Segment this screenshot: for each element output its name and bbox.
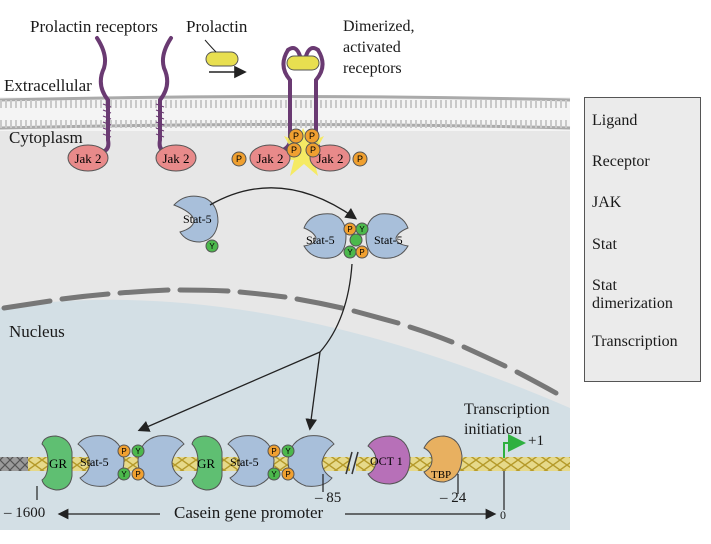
label-extracellular: Extracellular [4,76,92,95]
svg-text:Y: Y [359,225,365,234]
plasma-membrane [0,95,571,131]
nuclear-envelope [1,287,559,396]
svg-text:P: P [236,154,242,164]
label-plus-one: +1 [528,433,544,449]
dimerization-arrow [209,187,358,220]
stat5-monomer: Stat-5 Y [173,195,219,253]
svg-text:Stat-5: Stat-5 [183,212,212,226]
svg-text:P: P [285,470,290,479]
step-transcription: Transcription [592,333,678,350]
step-jak: JAK [592,194,622,211]
gr-site2: GR [191,435,223,491]
label-initiation: initiation [464,421,522,438]
label-prolactin: Prolactin [186,17,248,36]
svg-text:Stat-5: Stat-5 [374,233,403,247]
svg-text:P: P [121,447,126,456]
label-minus-1600: – 1600 [4,505,46,521]
svg-text:Y: Y [209,242,215,251]
stat5-dimer-site1: Stat-5 P Y Y P [77,435,185,487]
label-prolactin-receptors: Prolactin receptors [30,17,158,36]
svg-text:Jak 2: Jak 2 [256,151,283,166]
arrow-to-site1 [137,351,321,432]
svg-text:GR: GR [49,456,67,471]
svg-text:Jak 2: Jak 2 [162,151,189,166]
label-transcription: Transcription [464,401,550,418]
svg-text:OCT 1: OCT 1 [370,454,403,468]
label-minus-85: – 85 [315,490,342,506]
label-receptors: receptors [343,60,402,77]
svg-text:Jak 2: Jak 2 [316,151,343,166]
jak-phosphates: P P P P P P [231,128,368,167]
svg-text:Y: Y [121,470,127,479]
svg-text:P: P [310,145,316,155]
tbp-factor: TBP [423,435,463,483]
svg-text:P: P [309,131,315,141]
oct1-factor: OCT 1 [367,435,411,485]
transcription-start-arrow [503,434,526,458]
arrow-to-site2 [305,351,321,431]
label-dimerized: Dimerized, [343,18,415,35]
jak2-left-pair: Jak 2 Jak 2 [67,144,197,172]
label-casein-gene-promoter: Casein gene promoter [174,503,324,522]
label-cytoplasm: Cytoplasm [9,128,83,147]
stat5-dimer: Stat-5 Stat-5 P Y Y P [303,213,409,259]
svg-text:P: P [135,470,140,479]
translocation-line [319,263,353,353]
prolactin-ligand [205,51,239,67]
svg-text:Jak 2: Jak 2 [74,151,101,166]
svg-text:Stat-5: Stat-5 [80,455,109,469]
step-receptor: Receptor [592,153,650,170]
svg-text:P: P [359,248,364,257]
svg-text:Stat-5: Stat-5 [306,233,335,247]
pathway-summary-box [584,97,701,382]
svg-text:Y: Y [135,447,141,456]
prolactin-receptor-left [95,36,173,154]
svg-text:Y: Y [285,447,291,456]
receptor-coil-left [102,103,165,138]
svg-text:TBP: TBP [431,469,451,481]
bound-prolactin [286,55,320,71]
label-activated: activated [343,39,401,56]
gr-site1: GR [41,435,73,491]
label-zero: 0 [500,508,506,522]
position-ticks [36,471,505,510]
svg-text:GR: GR [197,456,215,471]
label-minus-24: – 24 [440,490,467,506]
svg-text:Stat-5: Stat-5 [230,455,259,469]
svg-text:P: P [271,447,276,456]
step-dimerization: dimerization [592,295,673,312]
step-ligand: Ligand [592,112,638,129]
svg-text:P: P [293,131,299,141]
step-stat: Stat [592,236,617,253]
svg-text:P: P [357,154,363,164]
step-stat-2: Stat [592,277,617,294]
stat5-dimer-site2: Stat-5 P Y Y P [227,435,335,487]
label-nucleus: Nucleus [9,322,65,341]
svg-text:P: P [347,225,352,234]
svg-text:Y: Y [271,470,277,479]
svg-text:P: P [291,145,297,155]
svg-text:Y: Y [347,248,353,257]
